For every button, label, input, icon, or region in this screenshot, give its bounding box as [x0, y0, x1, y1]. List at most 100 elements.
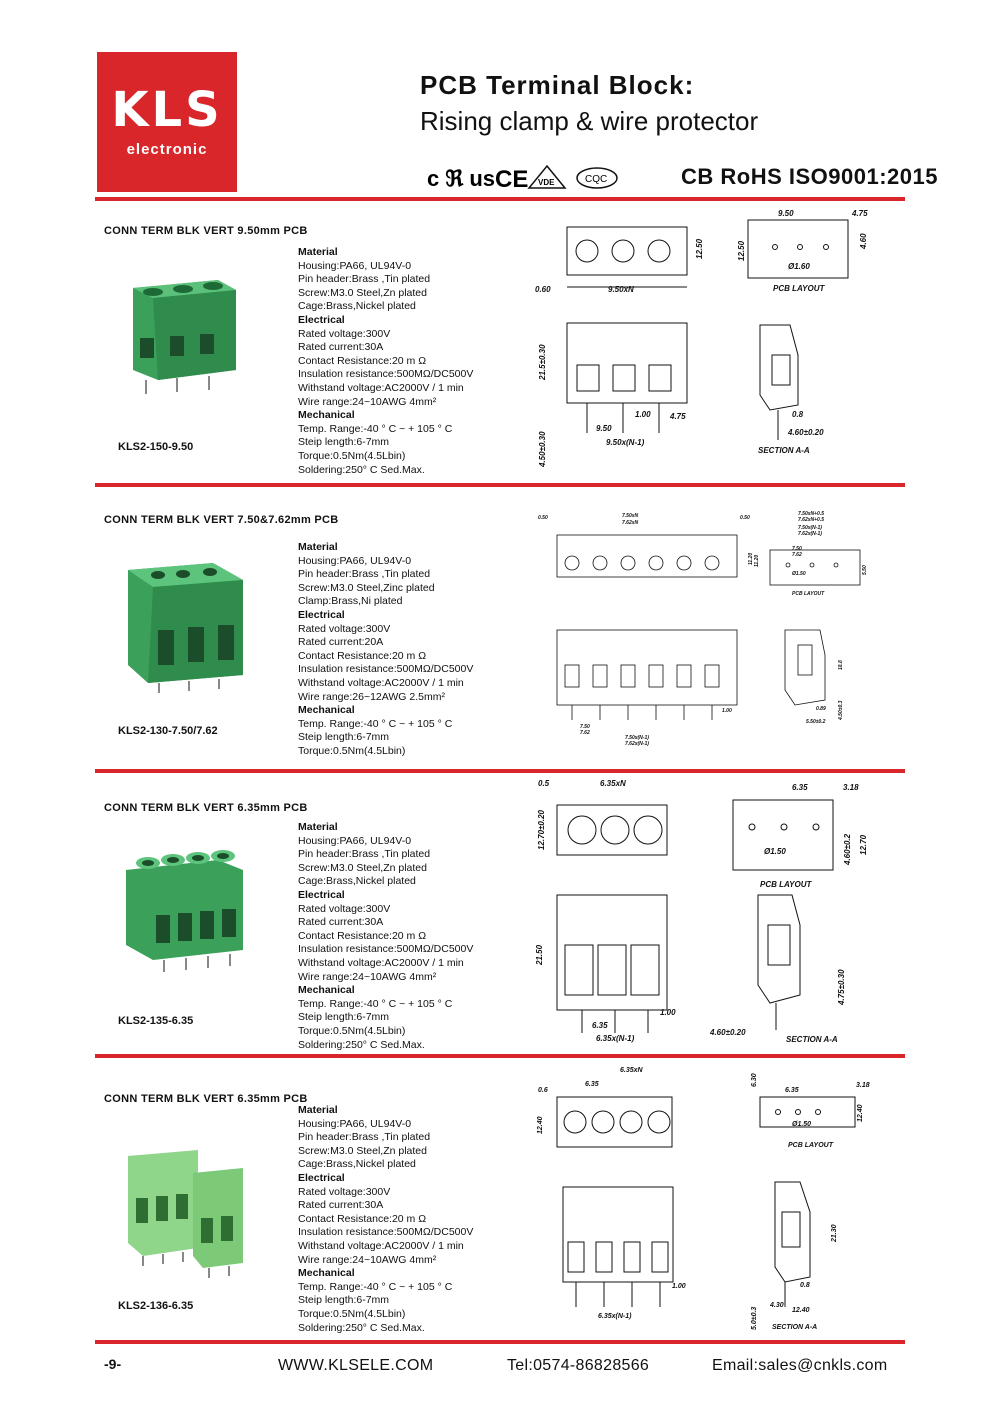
- spec-line: Wire range:26~12AWG 2.5mm²: [298, 690, 445, 703]
- technical-drawing-4: 6.35xN 0.6 6.35 12.40 6.30 6.35 3.18 Ø1.…: [537, 1067, 870, 1331]
- spec-line: Insulation resistance:500MΩ/DC500V: [298, 663, 474, 676]
- spec-line: Torque:0.5Nm(4.5Lbin): [298, 1307, 406, 1320]
- spec-heading: Mechanical: [298, 704, 355, 717]
- spec-line: Clamp:Brass,Ni plated: [298, 595, 403, 608]
- technical-drawing-3: 0.5 6.35xN 12.70±0.20 6.35 3.18 Ø1.50 4.…: [535, 779, 868, 1044]
- spec-line: Withstand voltage:AC2000V / 1 min: [298, 956, 464, 969]
- svg-text:7.50xN+0.5: 7.50xN+0.5: [798, 511, 824, 517]
- svg-text:0.6: 0.6: [538, 1087, 548, 1094]
- spec-line: Insulation resistance:500MΩ/DC500V: [298, 943, 474, 956]
- divider: [95, 483, 905, 487]
- model-number: KLS2-130-7.50/7.62: [118, 725, 218, 737]
- spec-line: Rated voltage:300V: [298, 1185, 391, 1198]
- svg-text:3.18: 3.18: [843, 783, 859, 792]
- spec-line: Temp. Range:-40 ° C ~ + 105 ° C: [298, 997, 453, 1010]
- vde-mark-icon: VDE: [527, 164, 567, 189]
- model-number: KLS2-150-9.50: [118, 441, 194, 453]
- svg-text:0.50: 0.50: [740, 515, 750, 521]
- svg-text:PCB LAYOUT: PCB LAYOUT: [792, 591, 825, 597]
- cert-text: CB RoHS ISO9001:2015: [681, 164, 938, 189]
- front-view-drawing: [566, 322, 688, 433]
- spec-line: Rated voltage:300V: [298, 902, 391, 915]
- svg-text:12.40: 12.40: [857, 1104, 864, 1122]
- svg-text:1.00: 1.00: [660, 1008, 676, 1017]
- spec-line: Temp. Range:-40 ° C ~ + 105 ° C: [298, 422, 453, 435]
- spec-line: Soldering:250° C Sed.Max.: [298, 1321, 425, 1334]
- spec-list-2: Material Housing:PA66, UL94V-0 Pin heade…: [298, 541, 473, 759]
- spec-line: Cage:Brass,Nickel plated: [298, 1158, 416, 1171]
- svg-text:7.62: 7.62: [792, 552, 802, 558]
- svg-text:4.60±0.20: 4.60±0.20: [787, 428, 824, 437]
- technical-drawing-1: 0.60 9.50xN 12.50 9.50 4.75 12.50 4.60 Ø…: [535, 209, 868, 468]
- svg-text:7.62xN: 7.62xN: [622, 520, 639, 526]
- spec-line: Housing:PA66, UL94V-0: [298, 834, 412, 847]
- spec-line: Torque:0.5Nm(4.5Lbin): [298, 449, 406, 462]
- svg-text:Ø1.50: Ø1.50: [764, 847, 786, 856]
- svg-text:1.00: 1.00: [635, 410, 651, 419]
- svg-text:7.62x(N-1): 7.62x(N-1): [625, 741, 649, 747]
- spec-heading: Material: [298, 541, 338, 553]
- spec-line: Soldering:250° C Sed.Max.: [298, 463, 425, 476]
- svg-text:5.50: 5.50: [862, 565, 868, 575]
- svg-text:9.50: 9.50: [778, 209, 794, 218]
- svg-text:7.62: 7.62: [580, 730, 590, 736]
- certification-marks: c ℜ us CE VDE CQC CB RoHS ISO9001:2015: [425, 160, 938, 194]
- section-view-drawing: [757, 894, 801, 1030]
- svg-text:7.50x(N-1): 7.50x(N-1): [798, 525, 822, 531]
- svg-text:3.18: 3.18: [856, 1082, 870, 1089]
- section-title: CONN TERM BLK VERT 6.35mm PCB: [104, 1093, 308, 1105]
- svg-text:Ø1.50: Ø1.50: [792, 1121, 811, 1128]
- section-view-drawing: [784, 629, 826, 706]
- svg-text:4.50±0.3: 4.50±0.3: [838, 700, 844, 721]
- spec-line: Insulation resistance:500MΩ/DC500V: [298, 368, 474, 381]
- svg-text:Ø1.50: Ø1.50: [792, 571, 806, 577]
- spec-heading: Electrical: [298, 608, 345, 621]
- spec-line: Screw:M3.0 Steel,Zn plated: [298, 861, 427, 874]
- svg-text:1.00: 1.00: [722, 708, 732, 714]
- svg-text:21.30: 21.30: [831, 1224, 838, 1243]
- spec-line: Wire range:24~10AWG 4mm²: [298, 1253, 437, 1266]
- spec-line: Withstand voltage:AC2000V / 1 min: [298, 1239, 464, 1252]
- svg-text:1.00: 1.00: [672, 1283, 686, 1290]
- spec-line: Steip length:6-7mm: [298, 436, 390, 449]
- spec-line: Temp. Range:-40 ° C ~ + 105 ° C: [298, 717, 453, 730]
- top-view-drawing: [556, 804, 668, 856]
- spec-line: Torque:0.5Nm(4.5Lbin): [298, 744, 406, 757]
- svg-text:0.8: 0.8: [800, 1282, 810, 1289]
- technical-drawing-2: 0.50 7.50xN 7.62xN 0.50 11.20 7.50xN+0.5…: [538, 511, 868, 747]
- ul-mark-icon: c ℜ us: [427, 166, 495, 191]
- cert-icons: c ℜ us CE VDE CQC: [427, 164, 618, 193]
- svg-text:11.20: 11.20: [748, 553, 754, 565]
- footer-email-link[interactable]: Email:sales@cnkls.com: [712, 1357, 888, 1374]
- top-view-drawing: [556, 534, 738, 578]
- svg-text:SECTION A-A: SECTION A-A: [772, 1324, 817, 1331]
- spec-line: Pin header:Brass ,Tin plated: [298, 568, 431, 581]
- svg-text:6.35xN: 6.35xN: [620, 1067, 644, 1074]
- svg-text:6.35xN: 6.35xN: [600, 779, 626, 788]
- top-view-drawing: [556, 1096, 673, 1148]
- spec-line: Contact Resistance:20 m Ω: [298, 649, 427, 662]
- kls-logo: KLS electronic: [97, 52, 237, 192]
- page-number: -9-: [104, 1356, 122, 1372]
- svg-text:12.50: 12.50: [737, 240, 746, 261]
- svg-text:PCB LAYOUT: PCB LAYOUT: [788, 1142, 834, 1149]
- spec-line: Housing:PA66, UL94V-0: [298, 554, 412, 567]
- pcb-layout-drawing: [769, 549, 861, 586]
- svg-text:7.50xN: 7.50xN: [622, 513, 639, 519]
- svg-text:4.75: 4.75: [851, 209, 868, 218]
- svg-text:4.75±0.30: 4.75±0.30: [837, 969, 846, 1006]
- spec-line: Cage:Brass,Nickel plated: [298, 300, 416, 313]
- svg-text:18.8: 18.8: [838, 660, 844, 670]
- spec-heading: Mechanical: [298, 1267, 355, 1280]
- spec-list-4: Material Housing:PA66, UL94V-0 Pin heade…: [298, 1104, 473, 1335]
- spec-line: Contact Resistance:20 m Ω: [298, 354, 427, 367]
- svg-text:7.62x(N-1): 7.62x(N-1): [798, 531, 822, 537]
- section-view-drawing: [774, 1181, 811, 1307]
- svg-text:4.50±0.30: 4.50±0.30: [538, 431, 547, 468]
- svg-text:6.35x(N-1): 6.35x(N-1): [598, 1313, 632, 1320]
- spec-line: Screw:M3.0 Steel,Zn plated: [298, 286, 427, 299]
- footer-phone: Tel:0574-86828566: [507, 1357, 650, 1374]
- footer-website-link[interactable]: WWW.KLSELE.COM: [278, 1357, 434, 1374]
- spec-line: Steip length:6-7mm: [298, 731, 390, 744]
- spec-line: Steip length:6-7mm: [298, 1011, 390, 1024]
